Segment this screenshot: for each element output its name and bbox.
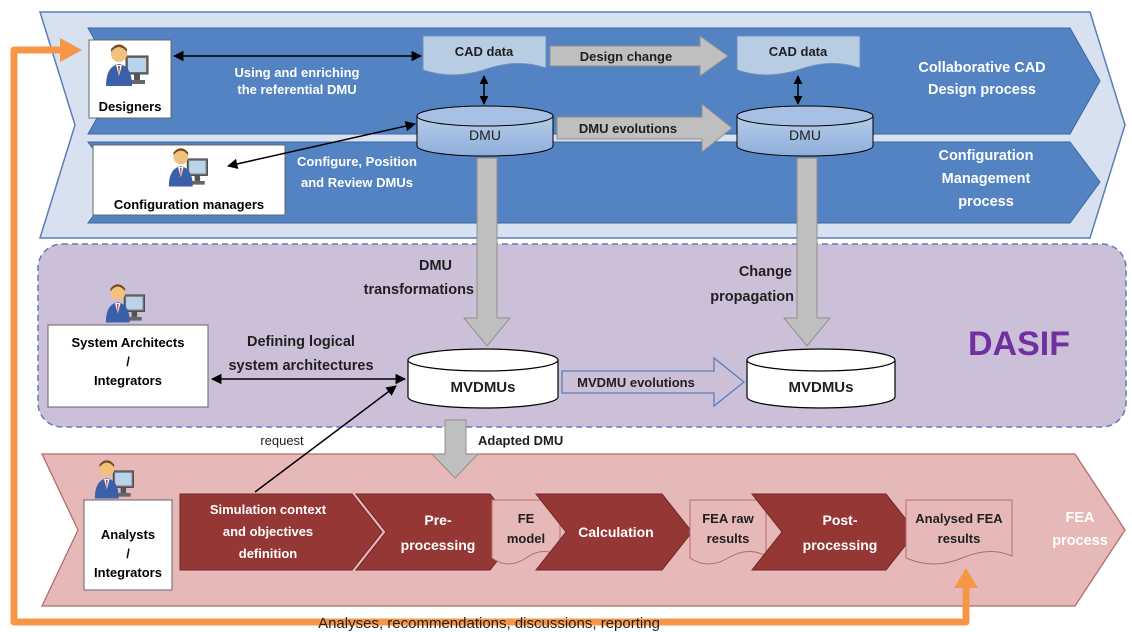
adapted-dmu-label: Adapted DMU <box>478 433 563 448</box>
dmu-label-2: DMU <box>789 127 821 143</box>
fea-raw-results-doc <box>689 499 767 565</box>
dmu-store-2 <box>736 105 874 157</box>
designers-link-label-2: the referential DMU <box>237 82 356 97</box>
doc3-label-2: results <box>938 531 981 546</box>
mvdmu-evolutions-label: MVDMU evolutions <box>577 375 695 390</box>
config-process-label-2: Management <box>942 171 1031 187</box>
dasif-title: DASIF <box>968 325 1070 363</box>
cad-data-label-1: CAD data <box>455 44 514 59</box>
step1-label-3: definition <box>239 546 298 561</box>
dmu-transformations-label-1: DMU <box>419 258 452 274</box>
feedback-loop-arrowhead-fea <box>954 568 978 588</box>
system-architects-label-1: System Architects <box>72 335 185 350</box>
config-link-label-1: Configure, Position <box>297 154 417 169</box>
doc2-label-2: results <box>707 531 750 546</box>
dmu-transformations-label-2: transformations <box>364 282 474 298</box>
step2-label-1: Pre- <box>424 512 452 528</box>
config-process-label-1: Configuration <box>938 148 1033 164</box>
doc1-label-2: model <box>507 531 545 546</box>
doc1-label-1: FE <box>518 511 535 526</box>
analysed-fea-results-doc <box>905 499 1013 565</box>
system-architects-actor-box <box>47 324 209 408</box>
feedback-loop-arrowhead-top <box>60 38 82 62</box>
design-change-label: Design change <box>580 49 672 64</box>
config-dmu-link <box>226 120 417 170</box>
designers-link-label-1: Using and enriching <box>235 65 360 80</box>
dmu-label-1: DMU <box>469 127 501 143</box>
design-process-label-2: Design process <box>928 82 1036 98</box>
analysts-label-3: Integrators <box>94 565 162 580</box>
doc3-label-1: Analysed FEA <box>915 511 1003 526</box>
mvdmu-store-1 <box>407 348 559 409</box>
design-change-arrow <box>549 35 729 77</box>
cad-data-doc-2 <box>736 35 861 76</box>
fea-process-label-1: FEA <box>1066 510 1096 526</box>
dmu-evolutions-arrow <box>556 102 733 154</box>
config-link-label-2: and Review DMUs <box>301 175 413 190</box>
dmu-evolutions-label: DMU evolutions <box>579 121 677 136</box>
step2-label-2: processing <box>401 537 476 553</box>
step4-label-1: Post- <box>823 512 858 528</box>
pre-processing-step <box>354 493 521 571</box>
designers-label: Designers <box>99 99 162 114</box>
request-label: request <box>260 433 304 448</box>
feedback-label: Analyses, recommendations, discussions, … <box>318 615 660 632</box>
mvdmu-store-2 <box>746 348 896 409</box>
mvdmu-label-2: MVDMUs <box>788 379 853 396</box>
post-processing-step <box>750 493 917 571</box>
step1-label-1: Simulation context <box>210 502 327 517</box>
system-architects-label-2: / <box>126 354 130 369</box>
mvdmu-evolutions-arrow <box>561 356 746 408</box>
cad-data-doc-1 <box>422 35 547 76</box>
step4-label-2: processing <box>803 537 878 553</box>
adapted-dmu-arrow <box>430 419 480 479</box>
doc2-label-1: FEA raw <box>702 511 754 526</box>
change-propagation-arrow <box>782 157 832 347</box>
cad-data-label-2: CAD data <box>769 44 828 59</box>
design-process-label-1: Collaborative CAD <box>918 60 1045 76</box>
configuration-managers-label: Configuration managers <box>114 197 264 212</box>
change-propagation-label-1: Change <box>739 264 792 280</box>
analysts-label-2: / <box>126 546 130 561</box>
analysts-actor-box <box>83 499 173 591</box>
mvdmu-label-1: MVDMUs <box>450 379 515 396</box>
simulation-context-step <box>179 493 383 571</box>
dmu-transformations-arrow <box>462 157 512 347</box>
calculation-step <box>534 493 693 571</box>
step1-label-2: and objectives <box>223 524 313 539</box>
architects-link-label-2: system architectures <box>228 358 373 374</box>
step3-label: Calculation <box>578 524 653 540</box>
fea-process-label-2: process <box>1052 533 1108 549</box>
change-propagation-label-2: propagation <box>710 289 794 305</box>
config-process-label-3: process <box>958 194 1014 210</box>
dmu-store-1 <box>416 105 554 157</box>
system-architects-label-3: Integrators <box>94 373 162 388</box>
analysts-label-1: Analysts <box>101 527 155 542</box>
architects-link-label-1: Defining logical <box>247 334 355 350</box>
request-link <box>254 385 397 493</box>
feedback-loop-line <box>10 46 970 626</box>
